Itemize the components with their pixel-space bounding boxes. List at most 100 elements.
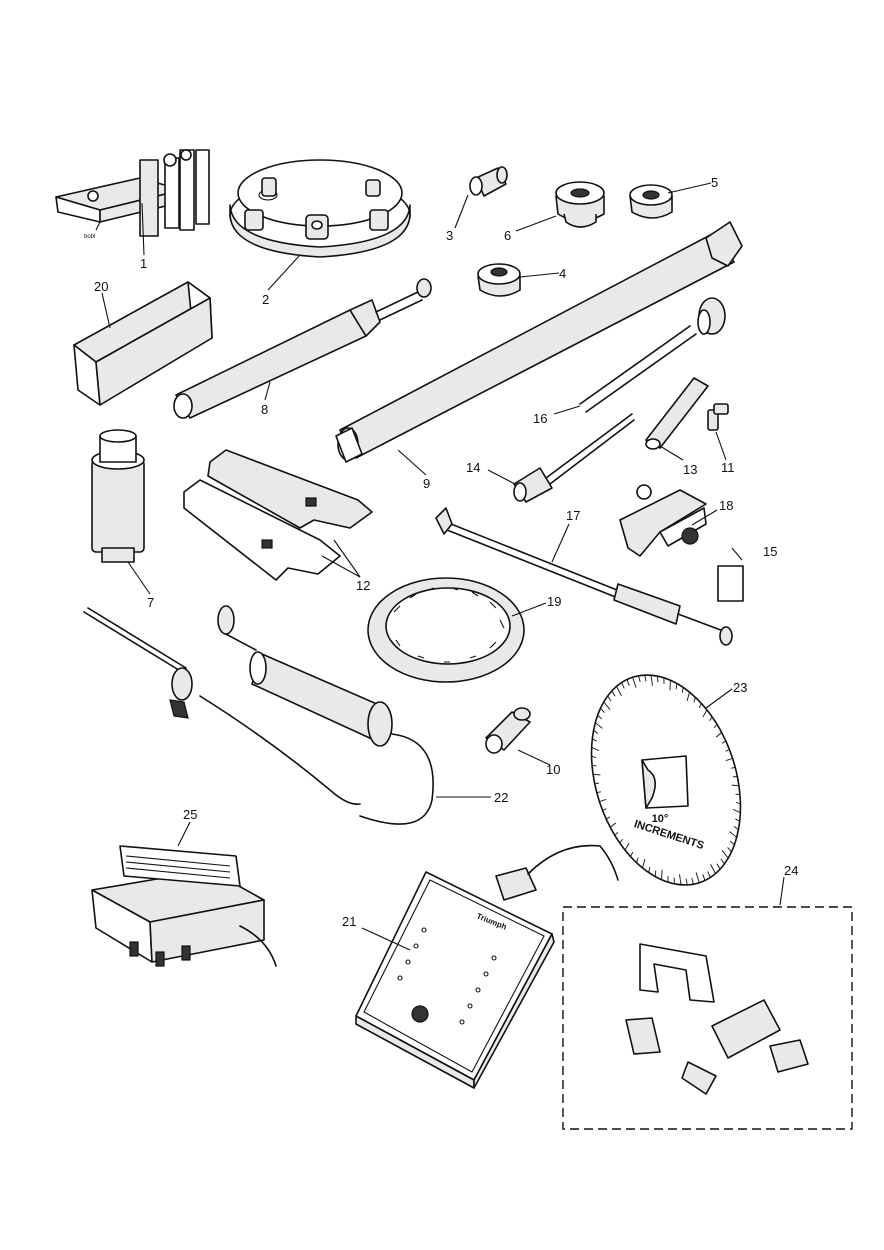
disc-tick xyxy=(709,716,713,722)
tool-15-card xyxy=(717,565,744,602)
callout-12: 12 xyxy=(356,578,370,593)
disc-tick xyxy=(656,676,659,683)
callout-25: 25 xyxy=(183,807,197,822)
tool-23-degree-disc: 10° INCREMENTS xyxy=(590,674,742,886)
callout-17: 17 xyxy=(566,508,580,523)
disc-tick xyxy=(596,791,602,794)
disc-tick xyxy=(663,677,665,684)
disc-tick xyxy=(648,866,651,873)
callout-1: 1 xyxy=(140,256,147,271)
disc-tick xyxy=(638,675,641,683)
disc-tick xyxy=(725,757,733,761)
disc-tick xyxy=(593,730,599,734)
leader-lines xyxy=(101,182,785,951)
callout-9: 9 xyxy=(423,476,430,491)
tool-10-fitting xyxy=(485,707,531,754)
disc-tick xyxy=(733,826,739,830)
disc-tick xyxy=(597,714,603,720)
callout-20: 20 xyxy=(94,279,108,294)
disc-tick xyxy=(621,682,625,689)
disc-tick xyxy=(602,808,607,811)
tool-21-tester: Triumph xyxy=(355,844,619,1089)
disc-tick xyxy=(611,690,616,697)
disc-tick xyxy=(592,738,597,742)
tool-7-cylinder xyxy=(91,429,145,563)
disc-tick xyxy=(610,822,617,828)
tool-4-cap xyxy=(477,263,521,297)
tool-8-rod xyxy=(173,278,432,419)
disc-tick xyxy=(650,675,653,686)
callout-14: 14 xyxy=(466,460,480,475)
disc-tick xyxy=(715,732,722,738)
disc-tick xyxy=(679,874,682,885)
disc-tick xyxy=(702,709,708,718)
disc-tick xyxy=(733,776,738,778)
callout-21: 21 xyxy=(342,914,356,929)
disc-tick xyxy=(591,764,597,767)
disc-tick xyxy=(593,773,601,776)
disc-tick xyxy=(644,675,647,682)
callout-3: 3 xyxy=(446,228,453,243)
disc-tick xyxy=(654,870,657,877)
tool-12-wrenches xyxy=(183,449,373,581)
disc-tick xyxy=(695,872,700,883)
disc-tick xyxy=(616,686,622,696)
disc-tick xyxy=(595,722,603,729)
disc-tick xyxy=(591,746,600,752)
tool-1-mark: bobl xyxy=(84,234,95,240)
tool-6-cup xyxy=(555,181,605,228)
disc-tick xyxy=(600,707,605,713)
disc-tick xyxy=(735,793,741,796)
tool-18-clamp xyxy=(619,484,707,557)
callout-7: 7 xyxy=(147,595,154,610)
callout-19: 19 xyxy=(547,594,561,609)
disc-tick xyxy=(591,755,597,759)
disc-tick xyxy=(707,871,711,878)
disc-tick xyxy=(710,864,716,874)
callout-4: 4 xyxy=(559,266,566,281)
disc-tick xyxy=(630,851,634,857)
callout-23: 23 xyxy=(733,680,747,695)
tool-20-bracket xyxy=(73,281,213,406)
tool-5-cup xyxy=(629,184,673,219)
disc-tick xyxy=(624,842,630,851)
disc-tick xyxy=(642,859,646,869)
callout-10: 10 xyxy=(546,762,560,777)
disc-tick xyxy=(729,840,735,846)
tool-25-unit xyxy=(91,845,277,967)
disc-tick xyxy=(594,782,599,784)
disc-tick xyxy=(721,740,727,744)
callout-6: 6 xyxy=(504,228,511,243)
callout-15: 15 xyxy=(763,544,777,559)
tool-3-plug xyxy=(469,166,508,197)
disc-tick xyxy=(667,876,669,883)
tool-22-pump xyxy=(83,605,434,825)
disc-tick xyxy=(721,850,729,859)
disc-tick xyxy=(603,701,611,710)
disc-tick xyxy=(735,801,741,805)
tool-13-tube xyxy=(645,377,709,450)
disc-tick xyxy=(681,687,684,694)
tool-11-adapter xyxy=(707,403,729,431)
disc-tick xyxy=(675,683,678,690)
tool-2-domed-plate xyxy=(229,159,411,258)
callout-24: 24 xyxy=(784,863,798,878)
callout-11: 11 xyxy=(721,460,735,475)
callout-2: 2 xyxy=(262,292,269,307)
tool-19-ring xyxy=(367,577,525,683)
callout-13: 13 xyxy=(683,462,697,477)
disc-tick xyxy=(730,766,736,769)
disc-tick xyxy=(731,784,739,787)
disc-tick xyxy=(607,695,612,702)
disc-tick xyxy=(685,878,688,885)
disc-tick xyxy=(693,697,696,703)
callout-18: 18 xyxy=(719,498,733,513)
callout-5: 5 xyxy=(711,175,718,190)
disc-tick xyxy=(702,874,706,881)
tool-9-tube xyxy=(335,221,743,463)
disc-tick xyxy=(605,816,611,820)
disc-tick xyxy=(686,691,690,701)
disc-tick xyxy=(661,869,663,880)
disc-tick xyxy=(626,679,630,686)
